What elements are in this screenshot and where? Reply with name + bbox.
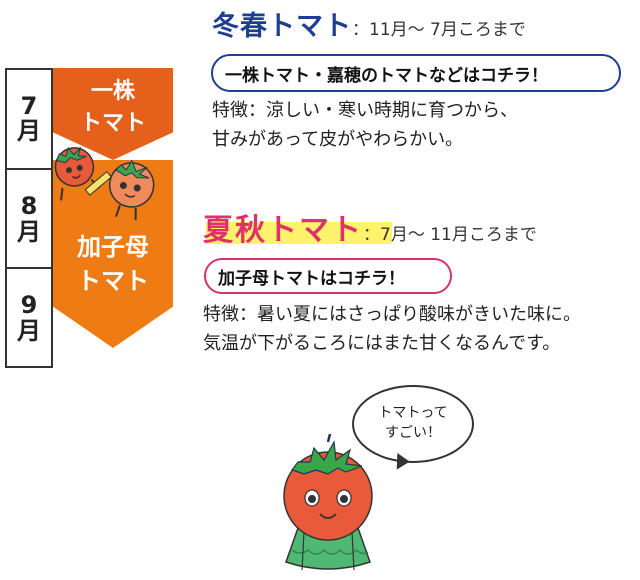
ikkabu-kaho-tomato-link[interactable]: 一株トマト・嘉穂のトマトなどはコチラ！ <box>211 54 621 92</box>
winter-spring-tomato-heading: 冬春トマト：11月～ 7月ころまで <box>212 11 526 42</box>
month-column: 7 月 8 月 9 月 <box>5 68 53 368</box>
month-july: 7 月 <box>17 91 41 145</box>
month-august: 8 月 <box>7 168 51 269</box>
title-highlight <box>206 222 392 244</box>
month-september: 9 月 <box>7 267 51 368</box>
speech-bubble-icon: トマトって すごい！ <box>352 385 474 463</box>
kashimo-tomato-link[interactable]: 加子母トマトはコチラ！ <box>204 258 452 294</box>
tomato-mascot-large-icon <box>283 433 373 571</box>
summer-feature-text: 特徴：暑い夏にはさっぱり酸味がきいた味に。 気温が下がるころにはまた甘くなるんで… <box>203 304 581 354</box>
summer-autumn-tomato-heading: 夏秋トマト：7月～ 11月ころまで <box>203 213 537 248</box>
tomato-mascot-small-icon <box>54 146 155 221</box>
winter-feature-text: 特徴：涼しい・寒い時期に育つから、 甘みがあって皮がやわらかい。 <box>212 100 518 150</box>
